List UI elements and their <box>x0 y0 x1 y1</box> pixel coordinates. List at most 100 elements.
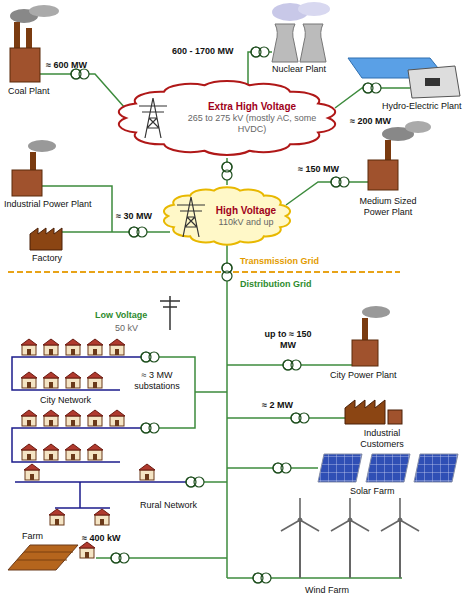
city-power-plant <box>352 306 390 366</box>
wind-turbine <box>350 520 369 531</box>
house-icon <box>50 515 64 525</box>
wind-turbine <box>381 498 419 578</box>
diagram-label: Nuclear Plant <box>272 64 326 75</box>
transformer-symbol <box>331 177 349 187</box>
house-icon <box>65 444 81 450</box>
house-icon <box>27 454 31 460</box>
house-icon <box>21 339 37 355</box>
house-icon <box>49 420 53 426</box>
house-icon <box>44 345 58 355</box>
diagram-label: ≈ 600 MW <box>46 60 87 71</box>
medium-power-plant <box>368 160 398 190</box>
coal-plant <box>14 22 20 50</box>
house-icon <box>93 420 97 426</box>
diagram-label: 50 kV <box>115 323 138 334</box>
industrial-power-plant <box>12 170 42 196</box>
nuclear-plant <box>300 24 326 62</box>
diagram-label: Industrial Customers <box>352 428 412 450</box>
house-icon <box>65 410 81 426</box>
house-icon <box>65 372 81 378</box>
house-icon <box>66 345 80 355</box>
wind-turbine <box>281 498 419 578</box>
house-icon <box>65 372 81 388</box>
house-icon <box>43 444 59 450</box>
utility-pole <box>160 300 180 302</box>
hydro-plant <box>425 78 440 86</box>
house-icon <box>43 339 59 345</box>
house-icon <box>87 410 103 426</box>
voltage-cloud: Extra High Voltage265 to 275 kV (mostly … <box>112 78 342 158</box>
house-icon <box>145 474 149 480</box>
factory-icon <box>30 228 62 250</box>
coal-plant <box>29 5 59 17</box>
pylon-symbol <box>138 96 168 140</box>
distribution-wire <box>96 245 402 578</box>
city-power-plant <box>352 340 378 366</box>
wind-turbine <box>281 498 319 578</box>
house-icon <box>110 416 124 426</box>
grid-boundary <box>8 271 400 273</box>
house-icon <box>27 349 31 355</box>
house-icon <box>65 339 81 355</box>
house-icon <box>88 345 102 355</box>
house-icon <box>21 372 37 388</box>
house-icon <box>87 410 103 416</box>
house-icon <box>79 542 95 558</box>
house-icon <box>49 509 65 515</box>
industrial-customers <box>345 400 402 424</box>
house-icon <box>139 464 155 470</box>
wind-turbine <box>349 498 351 520</box>
house-icon <box>22 378 36 388</box>
transformer-symbol <box>111 553 129 563</box>
house-icon <box>115 349 119 355</box>
house-icon <box>24 464 40 480</box>
voltage-heading: Extra High Voltage <box>174 101 330 113</box>
house-icon <box>71 454 75 460</box>
wind-turbine <box>349 520 351 578</box>
solar-farm <box>318 454 362 482</box>
network-wire <box>12 357 142 390</box>
cloud-text: Extra High Voltage265 to 275 kV (mostly … <box>112 101 342 135</box>
cloud-outline <box>119 81 335 155</box>
pylon-symbol <box>177 197 205 237</box>
transformer-symbol <box>273 463 291 473</box>
transmission-wire <box>248 52 272 84</box>
wind-turbine <box>298 518 302 522</box>
house-icon <box>87 339 103 355</box>
solar-farm <box>366 454 410 482</box>
transformer-symbol <box>251 47 269 57</box>
house-icon <box>88 450 102 460</box>
diagram-label: ≈ 400 kW <box>82 533 120 544</box>
farm-field <box>8 545 78 570</box>
house-icon <box>109 410 125 426</box>
network-wire <box>12 428 142 462</box>
wind-turbine <box>331 520 350 531</box>
house-icon <box>87 444 103 460</box>
transformer-symbol <box>222 162 232 180</box>
wind-turbine <box>299 520 301 578</box>
nuclear-plant <box>272 2 330 62</box>
house-icon <box>88 416 102 426</box>
diagram-label: City Network <box>40 395 91 406</box>
distribution-wire <box>226 245 228 578</box>
wind-turbine <box>348 518 352 522</box>
house-icon <box>21 410 37 416</box>
voltage-cloud: High Voltage110kV and up <box>160 185 294 247</box>
house-icon <box>21 410 37 426</box>
nuclear-plant <box>272 24 298 62</box>
house-icon <box>66 450 80 460</box>
house-icon <box>88 378 102 388</box>
nuclear-plant <box>298 2 330 16</box>
house-icon <box>49 454 53 460</box>
voltage-range: 265 to 275 kV (mostly AC, some HVDC) <box>174 113 330 135</box>
transformer-symbol <box>141 423 159 433</box>
house-icon <box>44 450 58 460</box>
medium-power-plant <box>405 121 431 133</box>
hydro-plant <box>348 58 460 98</box>
coal-plant <box>10 48 40 82</box>
factory-icon <box>30 228 62 250</box>
solar-farm <box>414 454 458 482</box>
industrial-power-plant <box>28 140 56 152</box>
industrial-customers <box>388 410 402 424</box>
wind-turbine <box>398 518 402 522</box>
